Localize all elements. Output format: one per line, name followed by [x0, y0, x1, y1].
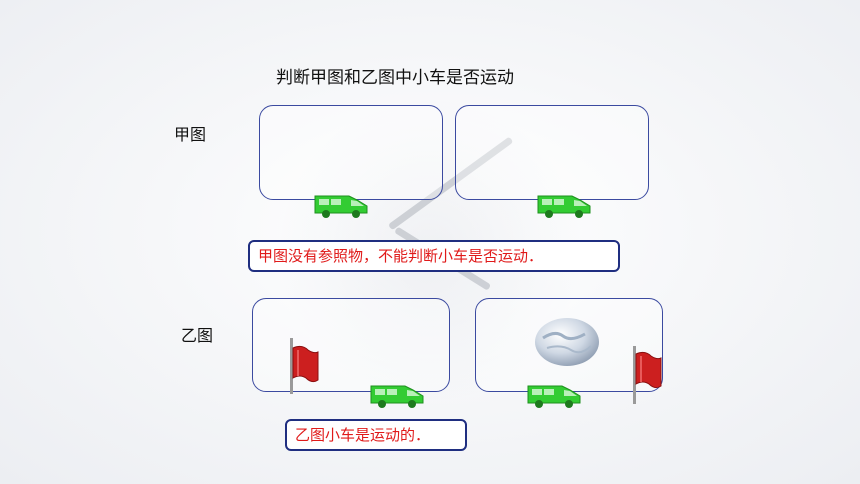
red-flag-icon — [629, 344, 663, 406]
green-van-icon — [313, 190, 369, 218]
red-flag-icon — [286, 336, 320, 396]
green-van-icon — [369, 380, 425, 408]
jia-frame-left — [259, 105, 443, 200]
jia-frame-right — [455, 105, 649, 200]
yi-conclusion: 乙图小车是运动的． — [285, 419, 467, 451]
label-yi: 乙图 — [181, 326, 214, 345]
slide-title: 判断甲图和乙图中小车是否运动 — [276, 68, 514, 88]
globe-icon — [533, 316, 601, 368]
green-van-icon — [526, 380, 582, 408]
green-van-icon — [536, 190, 592, 218]
jia-conclusion: 甲图没有参照物，不能判断小车是否运动． — [248, 240, 620, 272]
label-jia: 甲图 — [174, 125, 207, 144]
yi-frame-left — [252, 298, 450, 392]
